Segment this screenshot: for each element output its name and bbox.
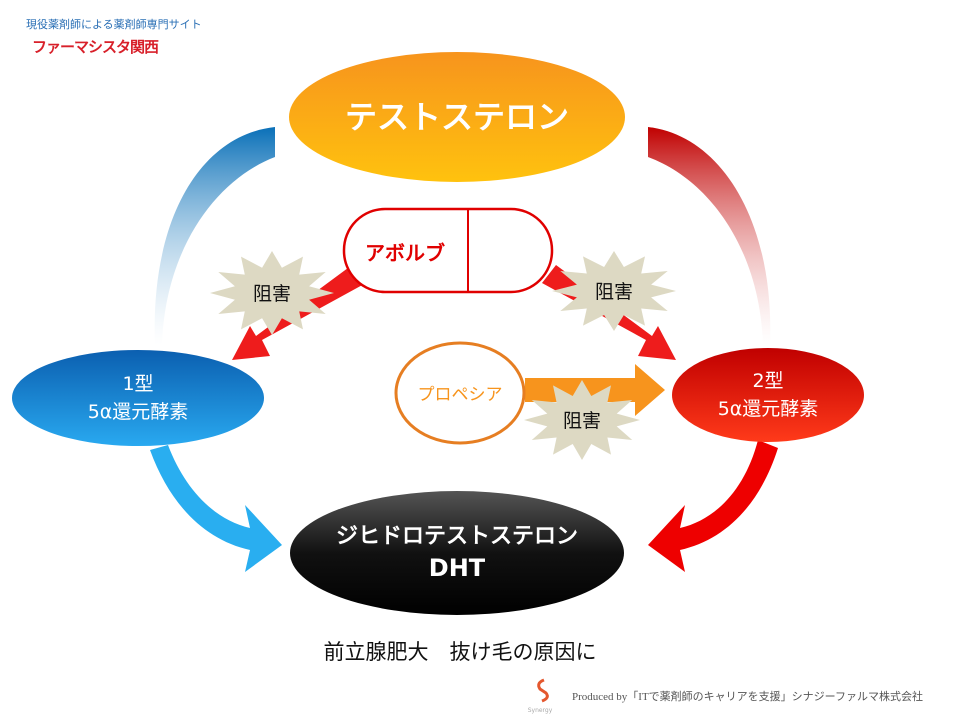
curve-arrow-left-bottom (150, 445, 282, 572)
inhibit-label: 阻害 (253, 283, 291, 305)
curve-arrow-right-top (648, 127, 771, 345)
caption: 前立腺肥大 抜け毛の原因に (323, 640, 597, 664)
propecia-label: プロペシア (418, 385, 503, 405)
site-logo[interactable]: ファーマシスタ関西 (32, 38, 159, 56)
avolve-pill (342, 207, 554, 294)
type1-line2: 5α還元酵素 (88, 401, 189, 423)
inhibit-label: 阻害 (563, 410, 601, 432)
avolve-label: アボルブ (365, 241, 445, 265)
testosterone-node (289, 52, 625, 182)
type2-line2: 5α還元酵素 (718, 398, 819, 420)
starburst-3 (524, 380, 640, 460)
dht-line1: ジヒドロテストステロン (336, 524, 578, 549)
header-tagline: 現役薬剤師による薬剤師専門サイト (26, 18, 202, 31)
type2-enzyme-node (672, 348, 864, 442)
starburst-2 (552, 251, 676, 331)
type2-line1: 2型 (752, 370, 783, 392)
dht-node (290, 491, 624, 615)
inhibit-label: 阻害 (595, 281, 633, 303)
curve-arrow-right-bottom (648, 440, 778, 572)
type1-line1: 1型 (122, 373, 153, 395)
footer-credit: Produced by「ITで薬剤師のキャリアを支援」シナジーファルマ株式会社 (572, 691, 924, 703)
arrow-propecia-to-type2 (525, 364, 665, 416)
testosterone-label: テストステロン (345, 98, 569, 136)
starburst-1 (210, 251, 334, 335)
dht-line2: DHT (429, 554, 486, 582)
type1-enzyme-node (12, 350, 264, 446)
curve-arrow-left-top (154, 127, 275, 345)
propecia-node (394, 341, 526, 445)
